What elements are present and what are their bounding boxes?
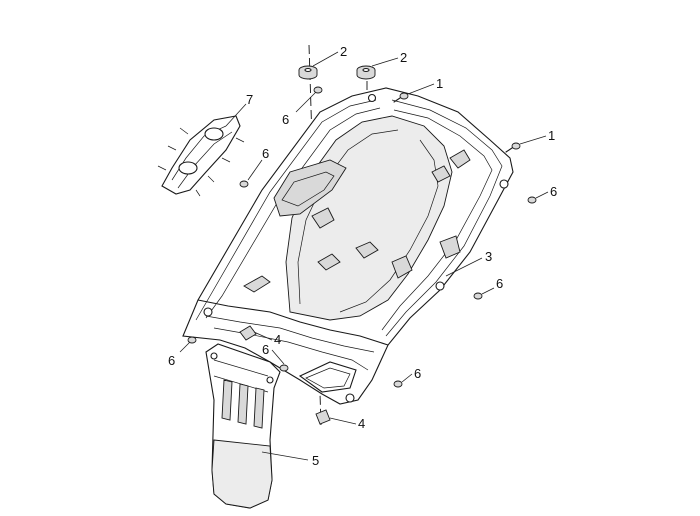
nut-fasteners — [187, 86, 537, 388]
callout-6-mid-right: 6 — [496, 276, 503, 291]
callout-4-lower: 4 — [358, 416, 365, 431]
grommet-right — [356, 65, 376, 80]
callout-7: 7 — [246, 92, 253, 107]
leader-lines — [179, 51, 549, 461]
callout-2-right: 2 — [400, 50, 407, 65]
bracket-part — [157, 115, 245, 197]
callout-6-bracket: 6 — [262, 146, 269, 161]
rear-fender-body — [182, 87, 514, 405]
callout-6-right: 6 — [550, 184, 557, 199]
callout-3: 3 — [485, 249, 492, 264]
screw-upper — [393, 92, 409, 103]
callout-6-left: 6 — [168, 353, 175, 368]
grommet-left — [298, 65, 318, 80]
callout-labels: 2 2 1 1 7 6 6 6 3 6 6 6 4 6 4 5 — [168, 44, 557, 468]
callout-6-lower: 6 — [414, 366, 421, 381]
mudguard-flap — [205, 343, 281, 509]
callout-6-flap: 6 — [262, 342, 269, 357]
callout-4-upper: 4 — [274, 332, 281, 347]
clip-fasteners — [239, 325, 331, 425]
callout-1-right: 1 — [548, 128, 555, 143]
callout-5: 5 — [312, 453, 319, 468]
callout-1-upper: 1 — [436, 76, 443, 91]
callout-2-left: 2 — [340, 44, 347, 59]
screw-right — [505, 142, 521, 153]
callout-6-upper: 6 — [282, 112, 289, 127]
